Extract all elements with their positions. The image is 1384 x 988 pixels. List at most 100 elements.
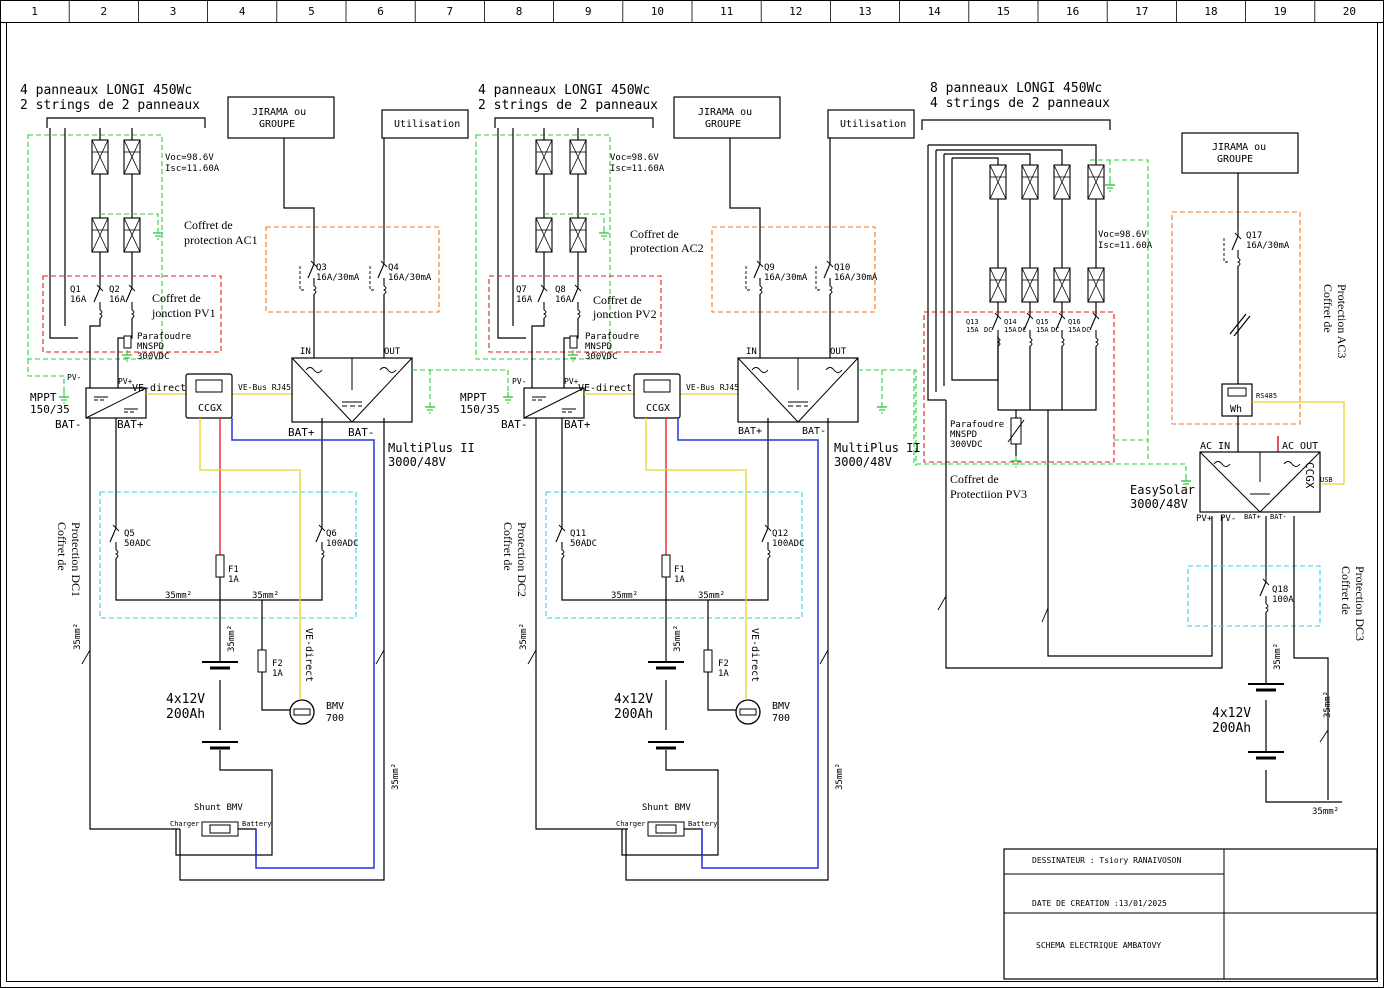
sys3-ac-box-label-1: Coffret de	[1321, 284, 1335, 333]
sys2-in: IN	[746, 347, 757, 357]
sys1-mppt-bat-minus: BAT-	[55, 418, 82, 431]
sys2-pv-minus: PV-	[512, 377, 526, 386]
sys1-voc: Voc=98.6V	[165, 153, 214, 163]
sys3-ccgx-label: CCGX	[1303, 462, 1316, 489]
sys1-ac-box-label-2: protection AC1	[184, 233, 258, 247]
sys2-isc: Isc=11.60A	[610, 164, 665, 174]
q14-dc: DC	[1018, 326, 1026, 334]
sys3-pv-minus: PV-	[1220, 514, 1236, 524]
grid-ref-12: 12	[789, 5, 802, 18]
sys2-out: OUT	[830, 347, 847, 357]
sys2-f2-label: F2	[718, 659, 729, 669]
q8-rating: 16A	[555, 295, 572, 305]
sys3-isc: Isc=11.60A	[1098, 241, 1153, 251]
sys3-bat-minus: BAT-	[1270, 513, 1287, 521]
sys2-dc-box-label-2: Protection DC2	[515, 522, 529, 597]
grid-ref-16: 16	[1066, 5, 1079, 18]
sys3-easysolar: EasySolar	[1130, 483, 1195, 497]
sys2-cable-35-a: 35mm²	[611, 591, 638, 601]
sys2-battery-label: 4x12V	[614, 692, 653, 707]
sys2-f1-rating: 1A	[674, 575, 685, 585]
q14-label: Q14	[1004, 318, 1017, 326]
sys1-f1-rating: 1A	[228, 575, 239, 585]
grid-ref-7: 7	[446, 5, 453, 18]
q14-rating: 15A	[1004, 326, 1017, 334]
sys2-f1-label: F1	[674, 565, 685, 575]
sys2-inv-bat-minus: BAT-	[802, 426, 826, 437]
grid-ref-15: 15	[997, 5, 1010, 18]
q16-rating: 15A	[1068, 326, 1081, 334]
grid-ref-4: 4	[239, 5, 246, 18]
sys2-shunt-charger: Charger	[616, 820, 646, 828]
grid-ref-20: 20	[1343, 5, 1356, 18]
sys1-shunt-battery: Battery	[242, 820, 272, 828]
sys2-mppt-bat-plus: BAT+	[564, 418, 591, 431]
sys1-ccgx-label: CCGX	[198, 403, 222, 414]
sys3-pv-box-label-2: Protectiion PV3	[950, 487, 1027, 501]
sys1-jirama-2: GROUPE	[259, 119, 295, 130]
sys3-ac-out: AC OUT	[1282, 441, 1318, 452]
sys2-ve-direct-label: VE-direct	[578, 383, 632, 394]
sys2-cable-35-b: 35mm²	[698, 591, 725, 601]
q6-rating: 100ADC	[326, 539, 359, 549]
sys1-pv-minus: PV-	[67, 373, 81, 382]
q18-rating: 100A	[1272, 595, 1294, 605]
sys3-parafoudre-3: 300VDC	[950, 440, 983, 450]
sys3-jirama-2: GROUPE	[1217, 154, 1253, 165]
q10-rating: 16A/30mA	[834, 273, 878, 283]
q1-rating: 16A	[70, 295, 87, 305]
sys2-jirama-2: GROUPE	[705, 119, 741, 130]
sys1-bmv-label: BMV	[326, 701, 344, 712]
sys2-utilisation: Utilisation	[840, 119, 906, 130]
sys1-ve-bus-label: VE-Bus RJ45	[238, 383, 291, 392]
sys1-in: IN	[300, 347, 311, 357]
sys2-mppt-rating: 150/35	[460, 403, 500, 416]
sys2-panels-subtitle: 2 strings de 2 panneaux	[478, 98, 658, 113]
sys2-voc: Voc=98.6V	[610, 153, 659, 163]
system-3: 8 panneaux LONGI 450Wc 4 strings de 2 pa…	[913, 81, 1367, 817]
sys1-out: OUT	[384, 347, 401, 357]
sys2-pv-plus: PV+	[564, 377, 579, 386]
sys2-multiplus-rating: 3000/48V	[834, 455, 892, 469]
q4-rating: 16A/30mA	[388, 273, 432, 283]
q3-rating: 16A/30mA	[316, 273, 360, 283]
sys3-wh-meter: Wh	[1230, 404, 1242, 415]
sys2-parafoudre-1: Parafoudre	[585, 332, 639, 342]
q5-label: Q5	[124, 529, 135, 539]
sys1-dc-box-label-1: Coffret de	[55, 522, 69, 571]
sys2-cable-35-left: 35mm²	[519, 623, 529, 650]
sys1-inv-bat-plus: BAT+	[288, 426, 315, 439]
sys1-cable-35-a: 35mm²	[165, 591, 192, 601]
title-schema: SCHEMA ELECTRIQUE AMBATOVY	[1036, 941, 1161, 950]
sys1-parafoudre-1: Parafoudre	[137, 332, 191, 342]
sys1-f2-rating: 1A	[272, 669, 283, 679]
sys3-ac-box-label-2: Protection AC3	[1335, 284, 1349, 358]
sys3-battery-capacity: 200Ah	[1212, 721, 1251, 736]
sys2-parafoudre-3: 300VDC	[585, 352, 618, 362]
sys2-dc-box-label-1: Coffret de	[501, 522, 515, 571]
sys1-dc-box-label-2: Protection DC1	[69, 522, 83, 597]
sys1-pv-box-label-1: Coffret de	[152, 291, 201, 305]
sys1-inv-bat-minus: BAT-	[348, 426, 375, 439]
sys1-cable-35-b: 35mm²	[252, 591, 279, 601]
q11-rating: 50ADC	[570, 539, 597, 549]
sys2-bmv-model: 700	[772, 713, 790, 724]
sys1-panels-title: 4 panneaux LONGI 450Wc	[20, 83, 192, 98]
sys1-multiplus-rating: 3000/48V	[388, 455, 446, 469]
q15-rating: 15A	[1036, 326, 1049, 334]
title-dessinateur: DESSINATEUR : Tsiory RANAIVOSON	[1032, 856, 1181, 865]
sys1-panels-subtitle: 2 strings de 2 panneaux	[20, 98, 200, 113]
q13-dc: DC	[984, 326, 992, 334]
sys3-pv-box-label-1: Coffret de	[950, 472, 999, 486]
sys2-f2-rating: 1A	[718, 669, 729, 679]
sys3-cable-35-batt: 35mm²	[1273, 643, 1283, 670]
sys1-shunt-label: Shunt BMV	[194, 803, 243, 813]
sys2-ccgx-label: CCGX	[646, 403, 670, 414]
sys3-cable-35-bottom: 35mm²	[1312, 807, 1339, 817]
q9-rating: 16A/30mA	[764, 273, 808, 283]
sys2-shunt-battery: Battery	[688, 820, 718, 828]
sys2-shunt-label: Shunt BMV	[642, 803, 691, 813]
q18-label: Q18	[1272, 585, 1288, 595]
system-2: 4 panneaux LONGI 450Wc 2 strings de 2 pa…	[428, 83, 921, 881]
